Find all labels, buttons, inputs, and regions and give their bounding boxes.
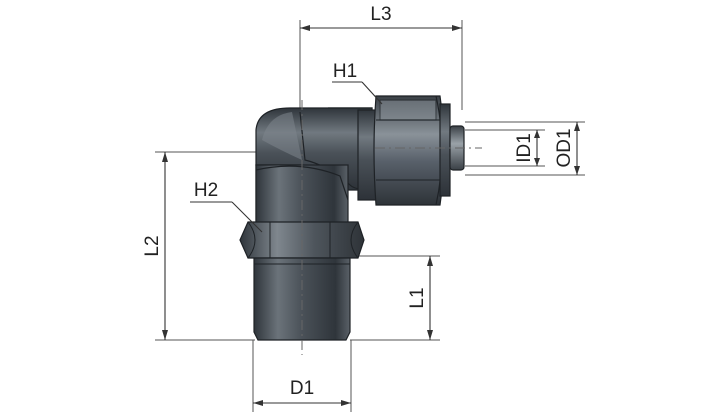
dimension-d1: D1 [252,340,352,412]
label-h1: H1 [333,61,357,82]
label-id1: ID1 [514,133,535,163]
neck-curve [255,165,349,201]
horizontal-collar [357,109,377,201]
label-d1: D1 [290,378,314,399]
leader-h2: H2 [190,180,263,233]
dimension-od1: OD1 [465,121,585,176]
dimension-l3: L3 [299,4,463,110]
hex-nut-h1 [373,95,451,206]
label-l3: L3 [370,4,391,25]
label-l1: L1 [407,287,428,308]
label-od1: OD1 [554,128,575,167]
dimension-l1: L1 [350,255,440,341]
leader-h1: H1 [332,61,383,105]
label-h2: H2 [194,180,218,201]
elbow-fitting [239,95,465,341]
dimension-l2: L2 [142,151,300,341]
bend-highlight [262,112,302,160]
threaded-shank [253,257,351,341]
dimension-id1: ID1 [465,129,545,167]
label-l2: L2 [142,235,163,256]
